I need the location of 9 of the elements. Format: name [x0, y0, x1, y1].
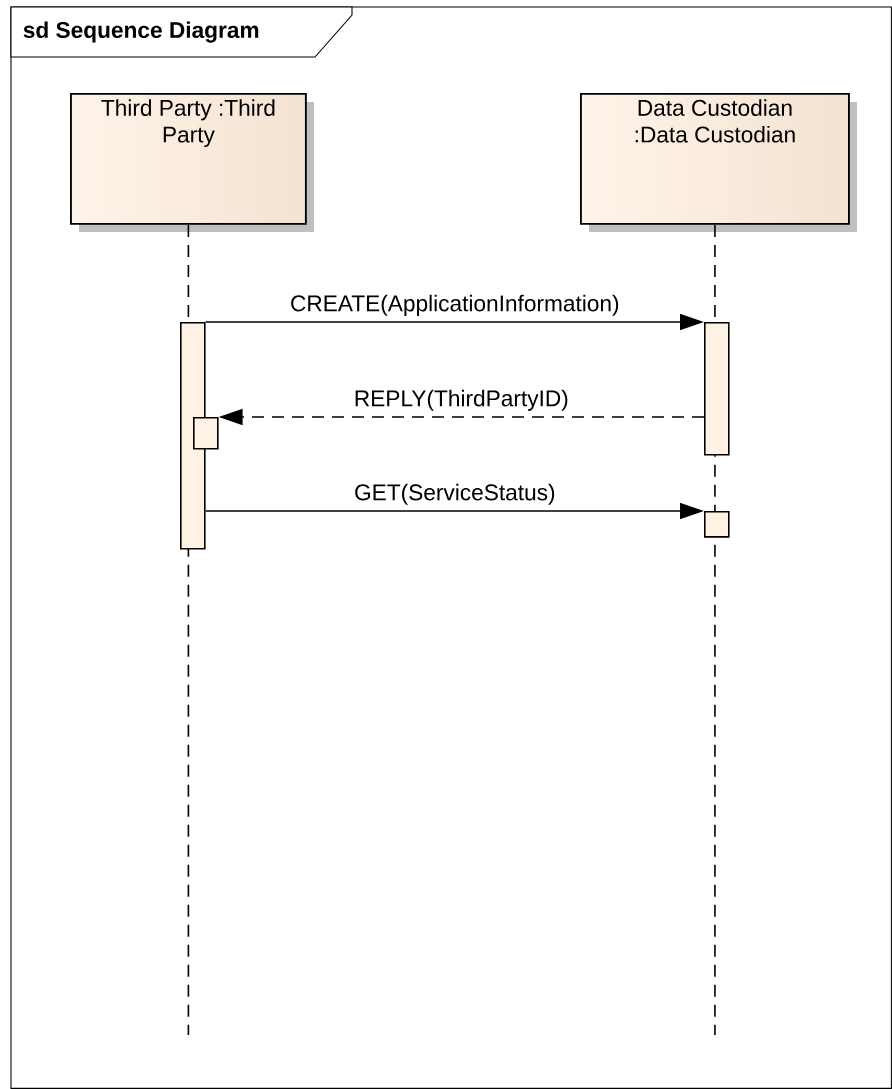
activation-bar: [193, 417, 219, 450]
edge-label: REPLY(ThirdPartyID): [355, 389, 568, 411]
activation-bar: [704, 322, 730, 456]
lifeline-box: Data Custodian :Data Custodian: [580, 93, 857, 232]
edge-label: GET(ServiceStatus): [355, 483, 555, 505]
frame-title: sd Sequence Diagram: [10, 6, 353, 58]
edge-label: CREATE(ApplicationInformation): [291, 294, 619, 316]
lifeline-box: Third Party :Third Party: [70, 93, 314, 232]
activation-bar: [704, 511, 730, 538]
